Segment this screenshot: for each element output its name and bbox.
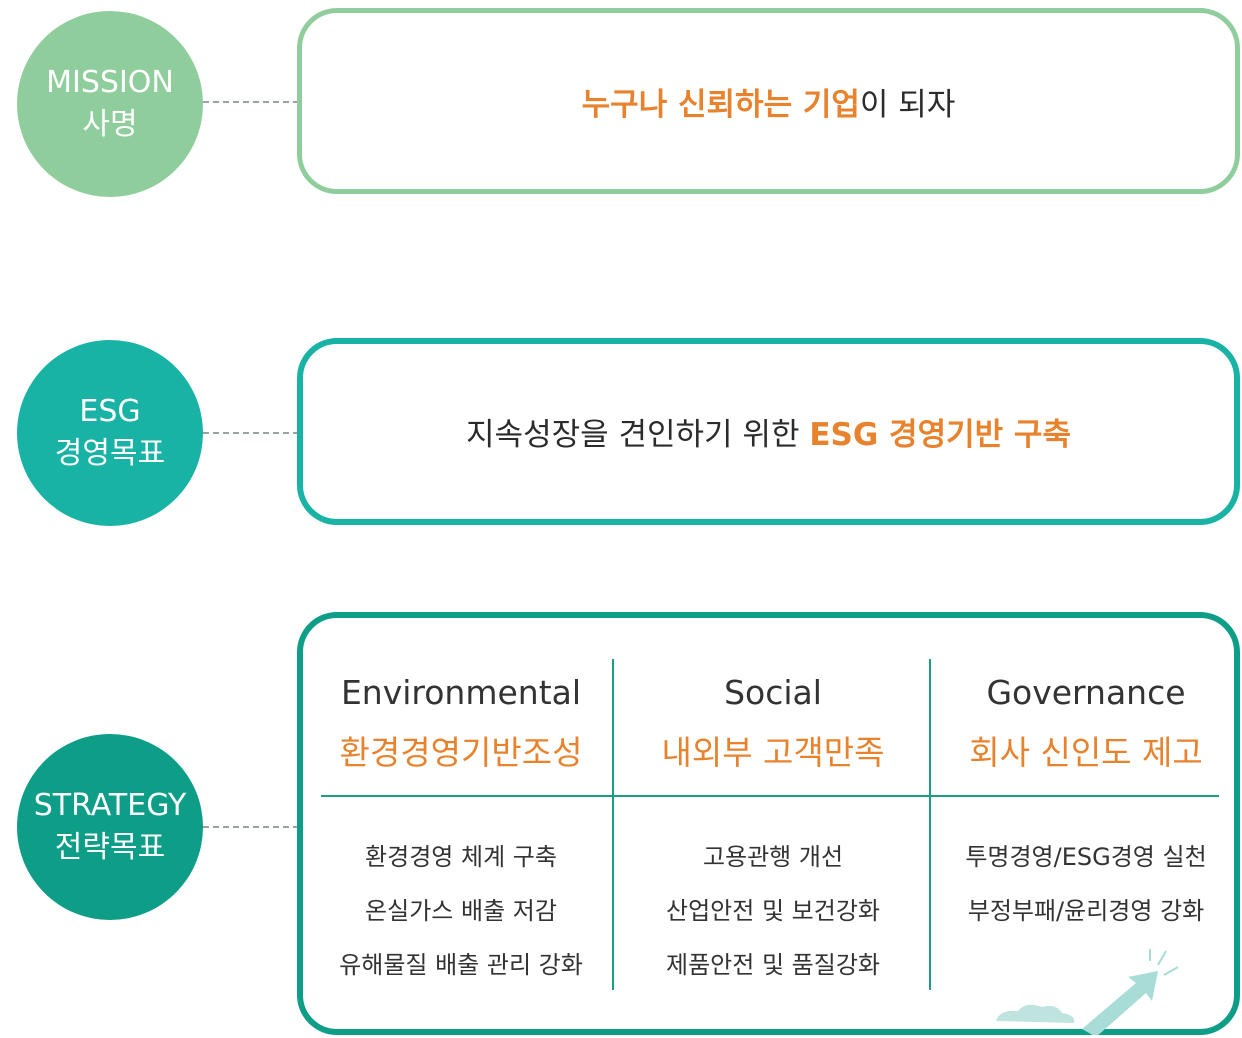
list-item: 유해물질 배출 관리 강화 [339, 951, 583, 979]
strategy-circle-ko: 전략목표 [54, 830, 166, 865]
list-item: 투명경영/ESG경영 실천 [965, 843, 1207, 871]
spark-line [1163, 966, 1179, 976]
column-title-en: Social [724, 673, 822, 712]
rising-arrow-icon [996, 949, 1179, 1035]
list-item: 온실가스 배출 저감 [365, 897, 557, 925]
mission-rest: 이 되자 [859, 86, 956, 123]
spark-line [1157, 950, 1167, 966]
esg-goal-prefix: 지속성장을 견인하기 위한 [466, 417, 810, 453]
column-title-ko: 회사 신인도 제고 [969, 733, 1203, 772]
cloud-shape [996, 1004, 1075, 1023]
esg-goal-connector [203, 432, 299, 434]
list-item: 제품안전 및 품질강화 [666, 951, 880, 979]
mission-box: 누구나 신뢰하는 기업이 되자 [297, 8, 1240, 194]
esg-goal-highlight: ESG 경영기반 구축 [809, 417, 1071, 453]
column-divider [929, 659, 931, 990]
strategy-circle-en: STRATEGY [33, 788, 187, 823]
list-item: 고용관행 개선 [702, 843, 844, 871]
arrow-shape [1082, 971, 1158, 1035]
list-item: 환경경영 체계 구축 [365, 843, 557, 871]
mission-circle-ko: 사명 [82, 107, 138, 142]
mission-connector [203, 101, 299, 103]
column-title-ko: 환경경영기반조성 [339, 733, 583, 772]
mission-circle: MISSION 사명 [17, 11, 203, 197]
mission-circle-en: MISSION [46, 65, 174, 100]
esg-goal-box: 지속성장을 견인하기 위한 ESG 경영기반 구축 [297, 338, 1240, 525]
strategy-circle: STRATEGY 전략목표 [17, 734, 203, 920]
column-title-ko: 내외부 고객만족 [661, 733, 885, 772]
strategy-connector [203, 826, 299, 828]
column-divider [612, 659, 614, 990]
list-item: 부정부패/윤리경영 강화 [967, 897, 1205, 925]
strategy-box: Environmental 환경경영기반조성 환경경영 체계 구축 온실가스 배… [297, 612, 1240, 1035]
header-divider [321, 795, 1219, 797]
column-title-en: Environmental [340, 673, 582, 712]
list-item: 산업안전 및 보건강화 [666, 897, 880, 925]
mission-highlight: 누구나 신뢰하는 기업 [581, 86, 860, 123]
esg-goal-circle-en: ESG [79, 394, 141, 429]
column-title-en: Governance [986, 673, 1186, 712]
esg-goal-circle-ko: 경영목표 [54, 436, 166, 471]
esg-goal-circle: ESG 경영목표 [17, 340, 203, 526]
